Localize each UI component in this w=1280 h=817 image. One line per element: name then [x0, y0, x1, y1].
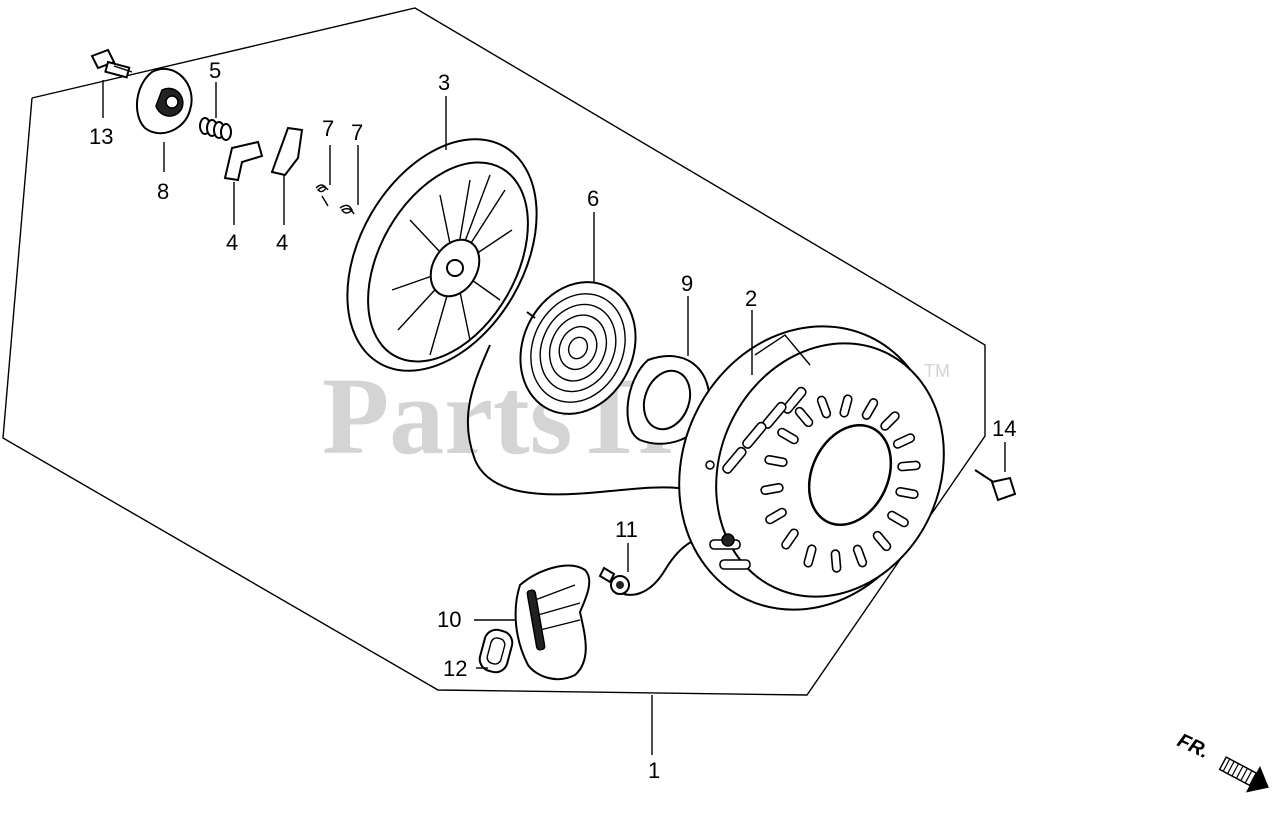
recoil-spring-6 [519, 281, 637, 415]
starter-handle-10 [514, 564, 591, 681]
watermark-trademark: TM [924, 361, 950, 381]
callout-3: 3 [438, 70, 450, 95]
spring-5 [199, 117, 232, 141]
callout-11: 11 [615, 517, 638, 542]
callout-5: 5 [209, 58, 221, 83]
pawl-4b [270, 126, 304, 177]
bolt-14 [974, 469, 1017, 502]
front-direction-indicator: FR. [1174, 730, 1269, 793]
callout-6: 6 [587, 186, 599, 211]
callout-7b: 7 [351, 120, 363, 145]
front-label: FR. [1174, 730, 1212, 764]
assembly-outline [2, 7, 986, 696]
reel-3 [346, 138, 538, 372]
callout-4b: 4 [276, 230, 288, 255]
callout-8: 8 [157, 179, 169, 204]
callout-9: 9 [681, 271, 693, 296]
callout-1: 1 [648, 758, 660, 783]
leader-lines [102, 80, 1006, 755]
callout-12: 12 [443, 656, 467, 681]
starter-case-2 [678, 325, 945, 611]
ratchet-8 [135, 67, 193, 135]
callout-10: 10 [437, 607, 461, 632]
bolt-13 [90, 48, 133, 79]
pawl-4a [223, 140, 264, 182]
callout-14: 14 [992, 416, 1016, 441]
starter-rope [466, 344, 691, 496]
handle-insert-12 [478, 628, 514, 674]
callout-4a: 4 [226, 230, 238, 255]
spring-7b [339, 204, 355, 215]
front-arrow-icon [1218, 756, 1269, 793]
callout-7a: 7 [322, 116, 334, 141]
spring-7a [315, 184, 329, 207]
callouts: 1 2 3 4 4 5 6 7 7 8 9 10 11 12 13 14 [89, 58, 1016, 783]
washer-plate-9 [626, 355, 711, 445]
callout-13: 13 [89, 124, 113, 149]
callout-2: 2 [745, 286, 757, 311]
rope-knot-11 [598, 566, 630, 595]
